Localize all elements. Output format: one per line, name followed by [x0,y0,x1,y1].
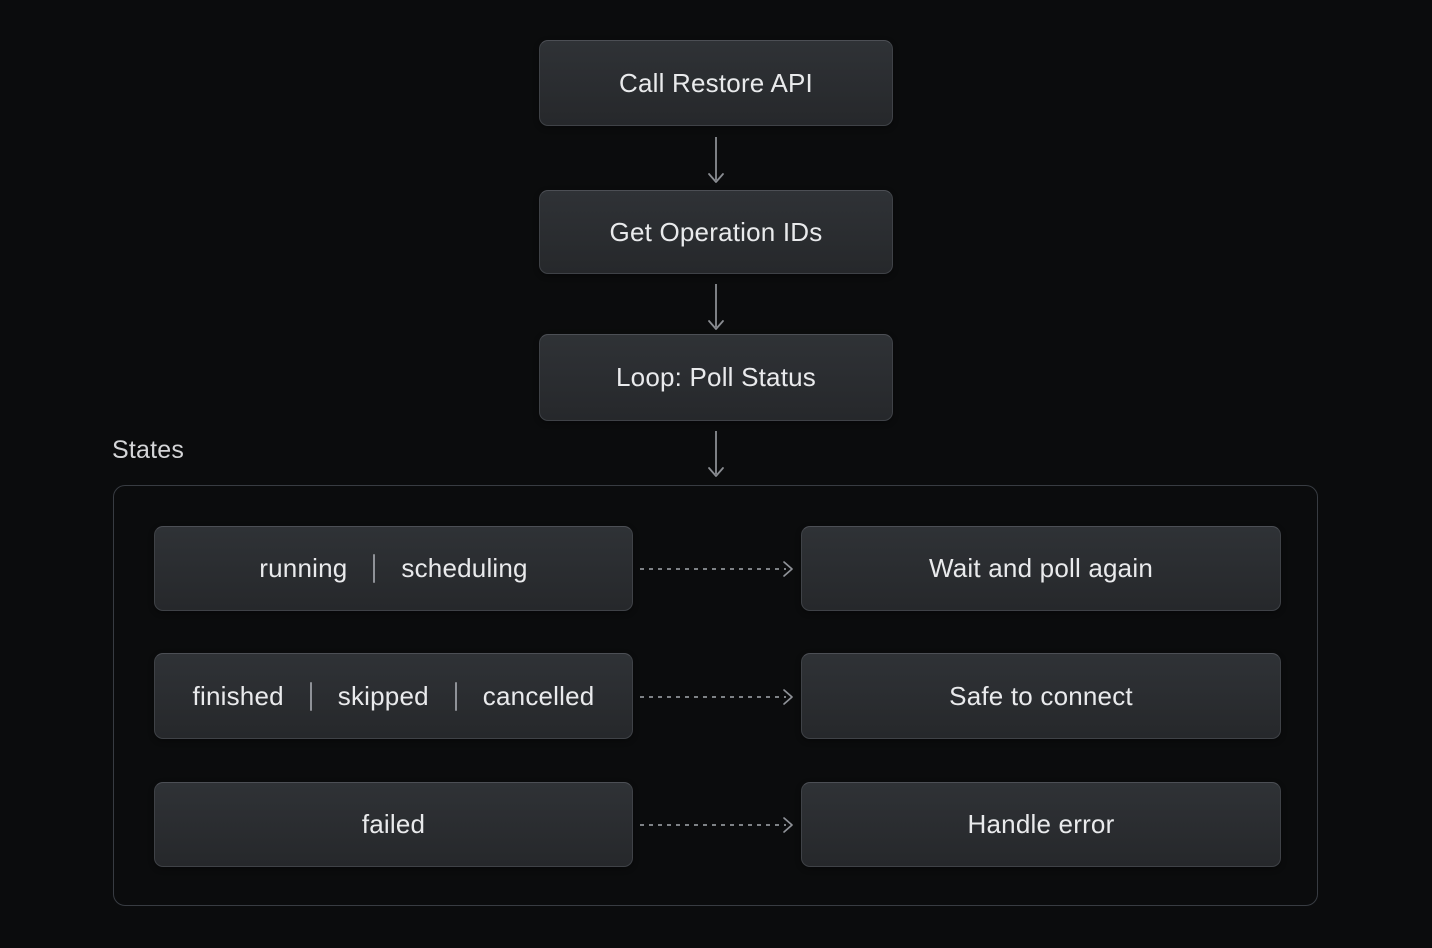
down-arrow-icon [708,137,724,183]
state-label: scheduling [401,553,528,583]
dashed-right-arrow-icon [640,817,793,833]
pipe-separator [309,681,312,711]
state-label: finished [192,680,284,711]
state-label: skipped [337,680,429,711]
flow-node-loop-poll-status: Loop: Poll Status [539,334,893,421]
state-node-finished-skipped-cancelled: finished skipped cancelled [154,653,633,739]
state-label: running [259,553,348,583]
flow-node-label: Loop: Poll Status [616,362,816,392]
result-node-wait-and-poll-again: Wait and poll again [801,526,1281,611]
result-label: Safe to connect [949,680,1133,711]
flow-node-call-restore-api: Call Restore API [539,40,893,126]
pipe-separator [373,554,376,583]
result-node-handle-error: Handle error [801,782,1281,867]
pipe-separator [454,681,457,711]
dashed-right-arrow-icon [640,689,793,705]
flow-node-label: Call Restore API [619,67,813,98]
down-arrow-icon [708,431,724,477]
result-label: Handle error [967,809,1115,839]
dashed-right-arrow-icon [640,561,793,577]
flow-node-label: Get Operation IDs [609,216,823,247]
result-node-safe-to-connect: Safe to connect [801,653,1281,739]
states-section-title: States [112,436,185,464]
result-label: Wait and poll again [929,553,1153,583]
down-arrow-icon [708,284,724,330]
flow-node-get-operation-ids: Get Operation IDs [539,190,893,274]
state-node-running-scheduling: running scheduling [154,526,633,611]
state-label: cancelled [482,680,595,711]
state-label: failed [361,809,426,839]
state-node-failed: failed [154,782,633,867]
states-container: running scheduling Wait and poll again f… [113,485,1318,906]
